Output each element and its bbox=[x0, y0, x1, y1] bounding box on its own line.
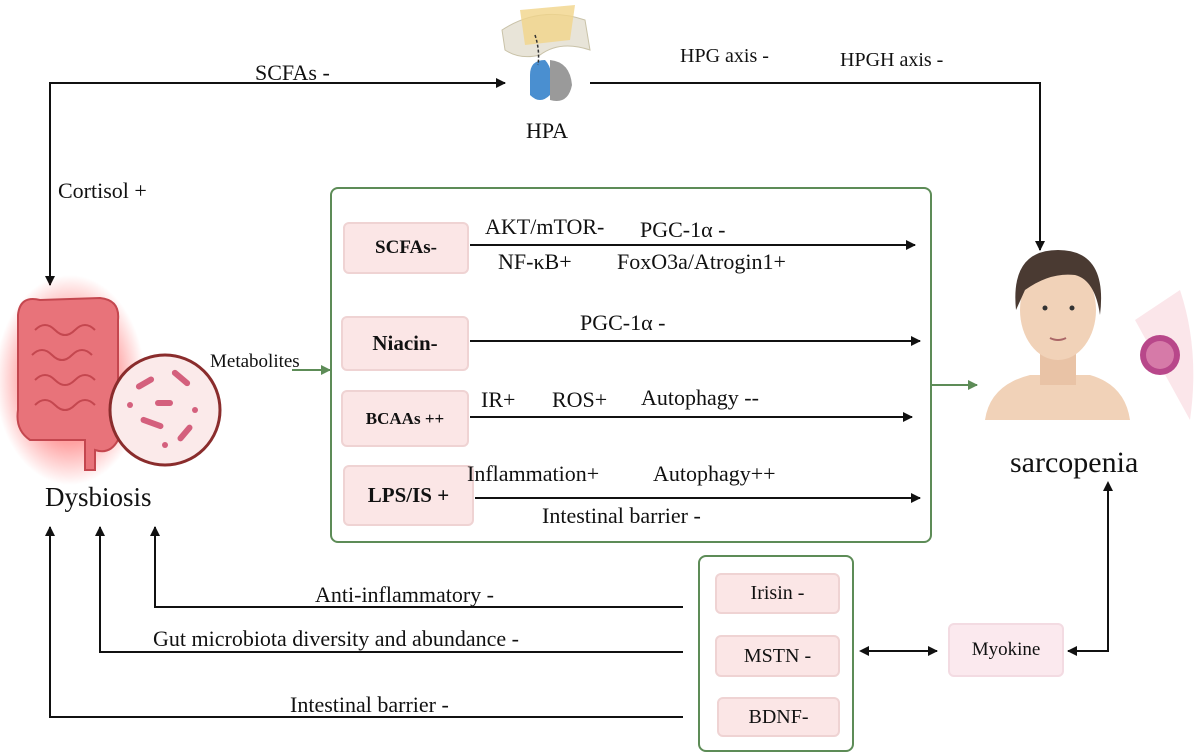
elderly-woman-illustration bbox=[985, 250, 1130, 420]
foxo3a-label: FoxO3a/Atrogin1+ bbox=[617, 249, 786, 274]
hpa-sarcopenia-arrow bbox=[590, 82, 1045, 251]
pgc1a-label: PGC-1α - bbox=[640, 217, 726, 242]
autophagy-plus-label: Autophagy++ bbox=[653, 461, 776, 486]
anti-inflammatory-label: Anti-inflammatory - bbox=[315, 582, 495, 607]
sarcopenia-label: sarcopenia bbox=[1010, 446, 1139, 479]
niacin-box: Niacin- bbox=[341, 316, 469, 371]
bcaas-box: BCAAs ++ bbox=[341, 390, 469, 447]
intestine-illustration bbox=[0, 275, 145, 485]
ir-label: IR+ bbox=[481, 387, 516, 412]
dysbiosis-label: Dysbiosis bbox=[45, 482, 152, 512]
inflammation-label: Inflammation+ bbox=[467, 461, 600, 486]
akt-mtor-label: AKT/mTOR- bbox=[485, 214, 605, 239]
niacin-pgc1a-label: PGC-1α - bbox=[580, 310, 666, 335]
microbe-circle-illustration bbox=[108, 353, 222, 467]
intestinal-barrier-arrow bbox=[45, 526, 683, 718]
ros-label: ROS+ bbox=[552, 387, 608, 412]
pituitary-illustration bbox=[501, 5, 591, 101]
gut-diversity-label: Gut microbiota diversity and abundance - bbox=[153, 626, 519, 651]
hpgh-axis-label: HPGH axis - bbox=[840, 49, 944, 71]
intestinal-barrier-feedback-label: Intestinal barrier - bbox=[290, 692, 449, 717]
lps-is-box: LPS/IS + bbox=[343, 465, 474, 526]
hpa-label: HPA bbox=[526, 118, 568, 143]
bdnf-box: BDNF- bbox=[717, 697, 840, 737]
mstn-box: MSTN - bbox=[715, 635, 840, 677]
myokine-sarcopenia-arrow bbox=[1067, 481, 1113, 656]
scfas-box: SCFAs- bbox=[343, 222, 469, 274]
muscle-tissue-illustration bbox=[1135, 290, 1194, 420]
myokine-box: Myokine bbox=[948, 623, 1064, 677]
gut-diversity-arrow bbox=[95, 526, 683, 653]
autophagy-minus-label: Autophagy -- bbox=[641, 385, 759, 410]
scfas-hpa-label: SCFAs - bbox=[255, 60, 330, 85]
anti-inflammatory-arrow bbox=[150, 526, 683, 608]
myokines-box bbox=[698, 555, 854, 752]
cortisol-label: Cortisol + bbox=[58, 178, 147, 203]
metabolites-label: Metabolites bbox=[210, 351, 300, 372]
irisin-box: Irisin - bbox=[715, 573, 840, 614]
nfkb-label: NF-κB+ bbox=[498, 249, 572, 274]
lps-intestinal-barrier-label: Intestinal barrier - bbox=[542, 503, 701, 528]
metabolites-box bbox=[330, 187, 932, 543]
hpg-axis-label: HPG axis - bbox=[680, 45, 769, 67]
